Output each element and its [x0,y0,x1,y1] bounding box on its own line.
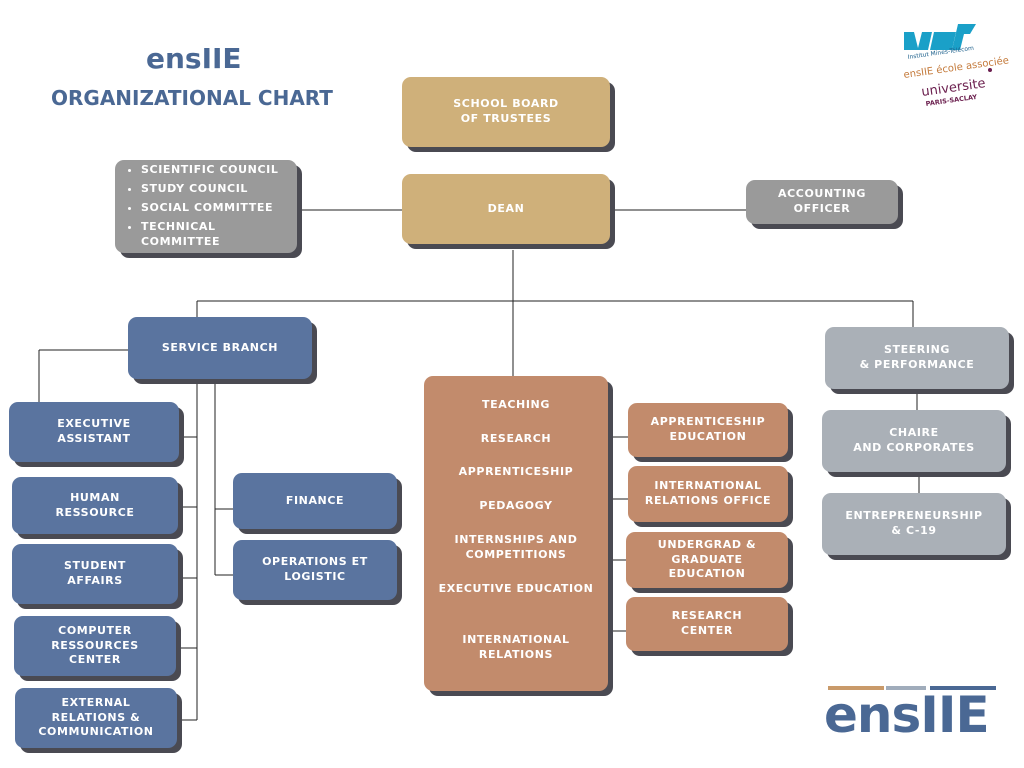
academic-item: INTERNATIONAL RELATIONS [462,633,570,662]
entrepreneurship-label: ENTREPRENEURSHIP & C-19 [845,509,983,537]
academic-item: RESEARCH [480,431,552,445]
research-center-box: RESEARCH CENTER [626,597,788,651]
steering-box: STEERING & PERFORMANCE [825,327,1009,389]
computer-ressources-box: COMPUTER RESSOURCES CENTER [14,616,176,676]
finance-label: FINANCE [285,493,345,507]
ensiie-logo: ensIIE [822,680,1002,742]
brand-title: ensIIE [146,42,242,75]
ensiie-wordmark: ensIIE [824,686,990,744]
school-board-label: SCHOOL BOARD OF TRUSTEES [453,97,559,125]
academic-item: PEDAGOGY [479,499,553,513]
academic-box: TEACHING RESEARCH APPRENTICESHIP PEDAGOG… [424,376,608,691]
operations-label: OPERATIONS ET LOGISTIC [262,555,368,583]
international-relations-office-box: INTERNATIONAL RELATIONS OFFICE [628,466,788,522]
academic-item: TEACHING [482,398,550,411]
external-relations-label: EXTERNAL RELATIONS & COMMUNICATION [38,695,154,739]
logo-bar-blue [930,686,996,690]
council-item: STUDY COUNCIL [141,182,293,197]
service-branch-box: SERVICE BRANCH [128,317,312,379]
entrepreneurship-box: ENTREPRENEURSHIP & C-19 [822,493,1006,555]
external-relations-box: EXTERNAL RELATIONS & COMMUNICATION [15,688,177,748]
undergrad-graduate-label: UNDERGRAD & GRADUATE EDUCATION [657,537,757,581]
council-item: TECHNICAL COMMITTEE [141,220,293,250]
executive-assistant-box: EXECUTIVE ASSISTANT [9,402,179,462]
computer-ressources-label: COMPUTER RESSOURCES CENTER [51,623,139,667]
partner-logo: Institut Mines-Télécom ensIIE école asso… [900,20,1010,110]
executive-assistant-label: EXECUTIVE ASSISTANT [57,417,131,445]
council-item: SCIENTIFIC COUNCIL [141,163,293,178]
human-ressource-box: HUMAN RESSOURCE [12,477,178,534]
international-relations-office-label: INTERNATIONAL RELATIONS OFFICE [644,479,772,507]
academic-item: INTERNSHIPS AND COMPETITIONS [454,532,578,561]
undergrad-graduate-box: UNDERGRAD & GRADUATE EDUCATION [626,532,788,588]
research-center-label: RESEARCH CENTER [671,609,743,637]
academic-item: APPRENTICESHIP [458,465,574,479]
logo-bar-grey [886,686,926,690]
human-ressource-label: HUMAN RESSOURCE [55,490,135,519]
operations-box: OPERATIONS ET LOGISTIC [233,540,397,600]
councils-list: SCIENTIFIC COUNCIL STUDY COUNCIL SOCIAL … [119,159,293,253]
apprenticeship-education-box: APPRENTICESHIP EDUCATION [628,403,788,457]
steering-label: STEERING & PERFORMANCE [859,343,975,371]
accounting-officer-box: ACCOUNTING OFFICER [746,180,898,224]
student-affairs-box: STUDENT AFFAIRS [12,544,178,604]
academic-item: EXECUTIVE EDUCATION [438,581,594,595]
councils-box: SCIENTIFIC COUNCIL STUDY COUNCIL SOCIAL … [115,160,297,253]
council-item: SOCIAL COMMITTEE [141,201,293,216]
school-board-box: SCHOOL BOARD OF TRUSTEES [402,77,610,147]
chaire-label: CHAIRE AND CORPORATES [853,426,975,454]
accounting-officer-label: ACCOUNTING OFFICER [778,187,866,215]
chart-title: ORGANIZATIONAL CHART [51,86,333,110]
student-affairs-label: STUDENT AFFAIRS [64,559,126,587]
apprenticeship-education-label: APPRENTICESHIP EDUCATION [650,415,766,443]
finance-box: FINANCE [233,473,397,529]
imt-logo-icon: Institut Mines-Télécom ensIIE école asso… [903,24,1010,108]
dean-label: DEAN [487,201,525,215]
chaire-box: CHAIRE AND CORPORATES [822,410,1006,472]
service-branch-label: SERVICE BRANCH [161,340,279,354]
logo-bar-tan [828,686,884,690]
dean-box: DEAN [402,174,610,244]
